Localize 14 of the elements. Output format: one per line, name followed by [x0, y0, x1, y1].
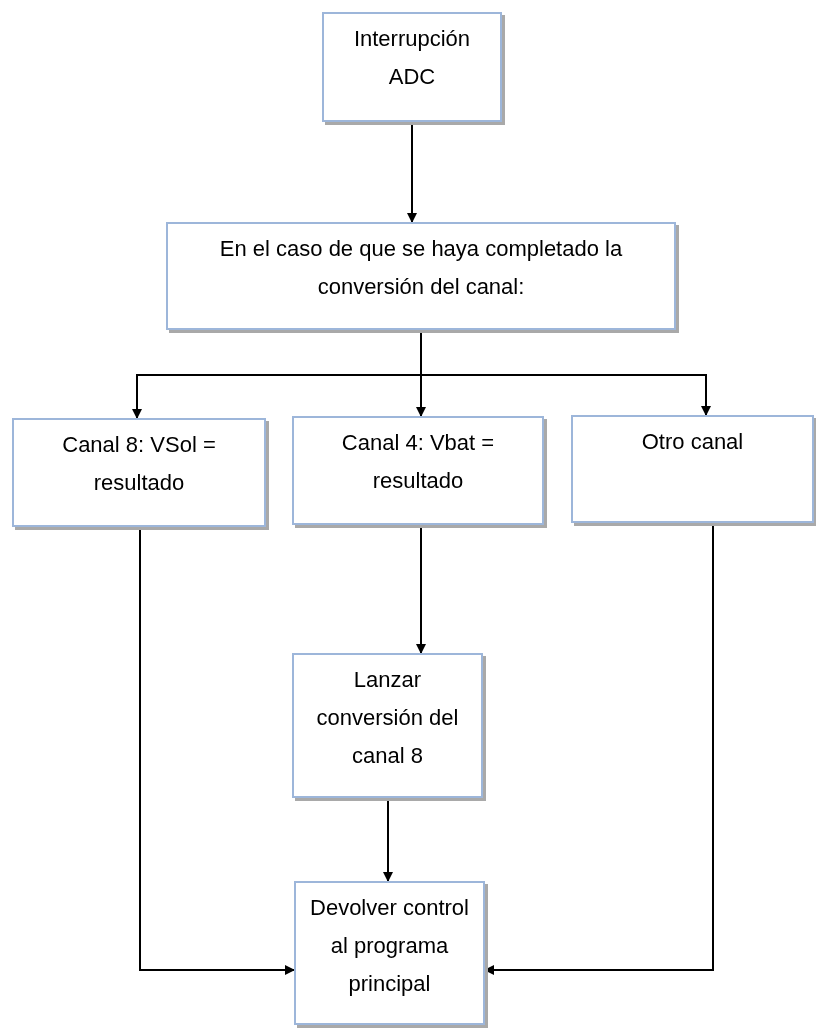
process-box [292, 416, 544, 525]
box-label: Lanzar conversión del canal 8 [315, 666, 460, 770]
box-label: Interrupción ADC [352, 25, 472, 91]
process-box [166, 222, 676, 330]
process-box [12, 418, 266, 527]
process-box [294, 881, 485, 1025]
box-label: Devolver control al programa principal [309, 894, 470, 998]
box-label: Otro canal [640, 428, 745, 456]
box-label: Canal 4: Vbat = resultado [340, 429, 496, 495]
box-label: Canal 8: VSol = resultado [61, 431, 217, 497]
box-label: En el caso de que se haya completado la conversión del canal: [218, 235, 624, 301]
process-box [571, 415, 814, 523]
process-box [322, 12, 502, 122]
process-box [292, 653, 483, 798]
